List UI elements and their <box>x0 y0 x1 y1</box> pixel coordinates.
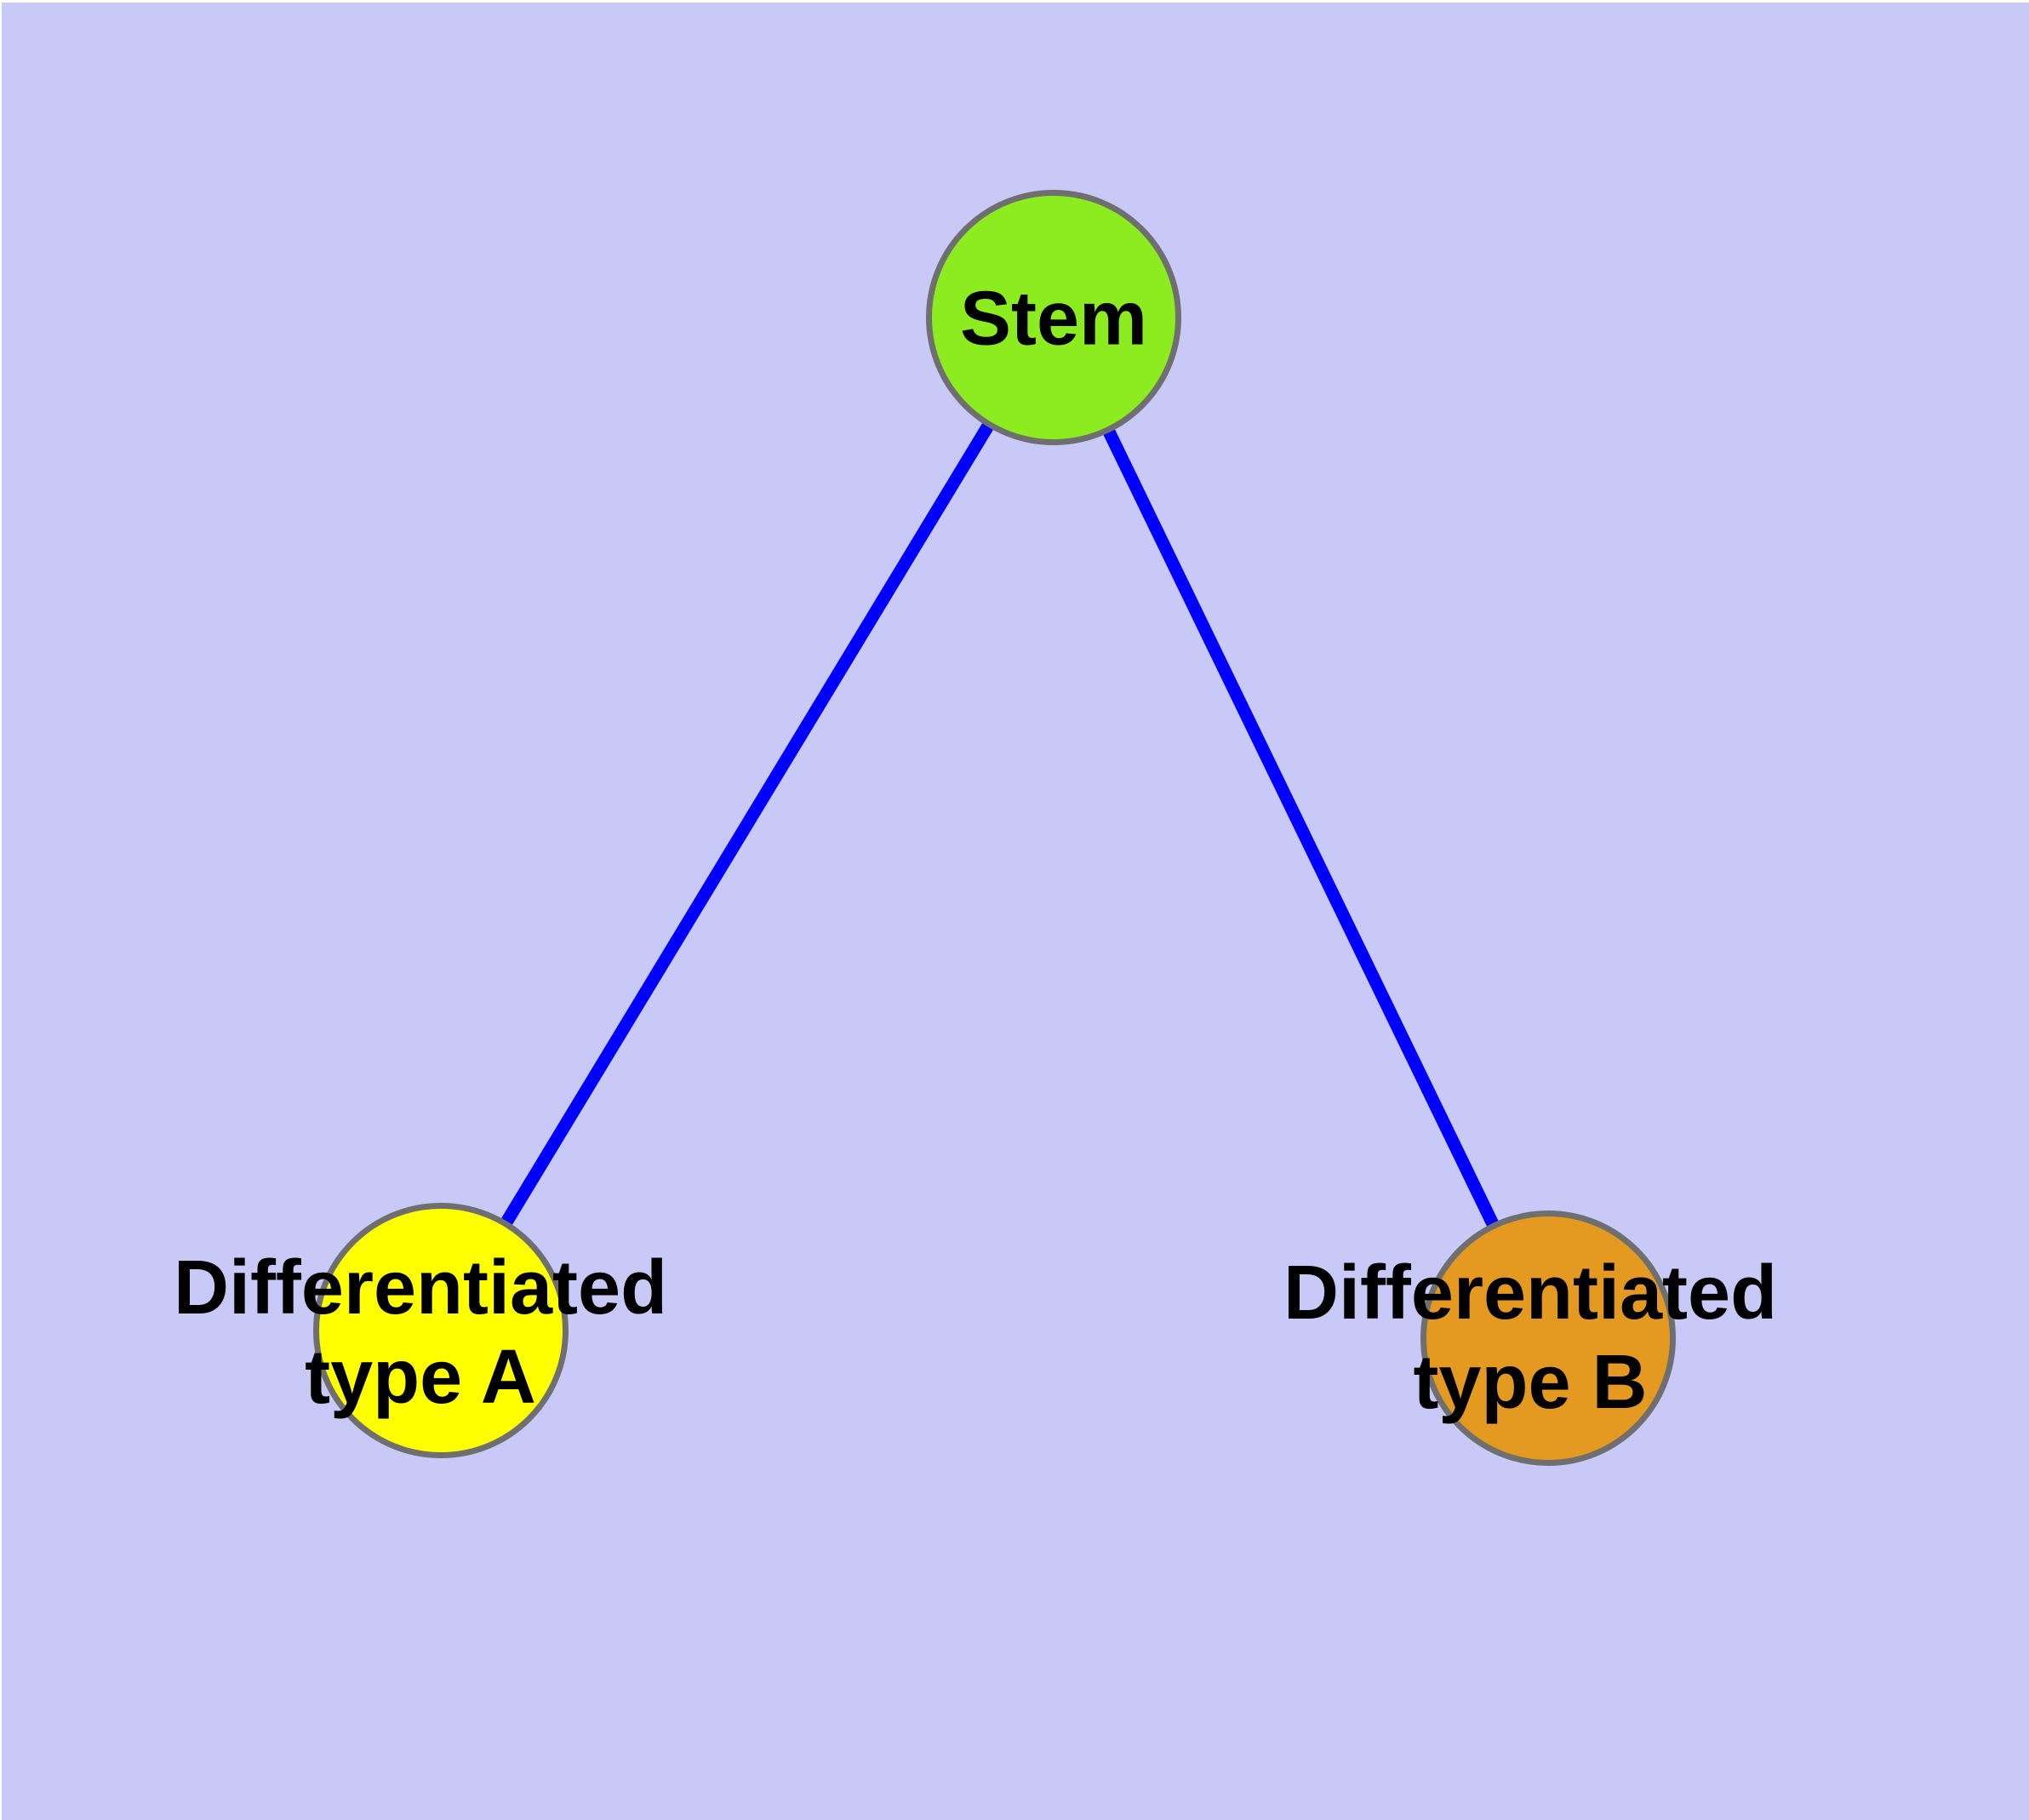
node-label-differentiated-type-a: Differentiated type A <box>173 1245 668 1420</box>
edge-stem-to-type-b <box>1048 314 1554 1342</box>
edge-stem-to-type-a <box>435 314 1060 1334</box>
node-differentiated-type-a <box>313 1203 569 1458</box>
edges-layer <box>435 314 1554 1342</box>
graph-canvas: Stem Differentiated type A Differentiate… <box>2 3 2029 1820</box>
node-label-stem: Stem <box>959 276 1148 362</box>
node-differentiated-type-b <box>1420 1210 1676 1466</box>
node-label-differentiated-type-b: Differentiated type B <box>1283 1251 1778 1425</box>
node-stem <box>926 190 1181 445</box>
